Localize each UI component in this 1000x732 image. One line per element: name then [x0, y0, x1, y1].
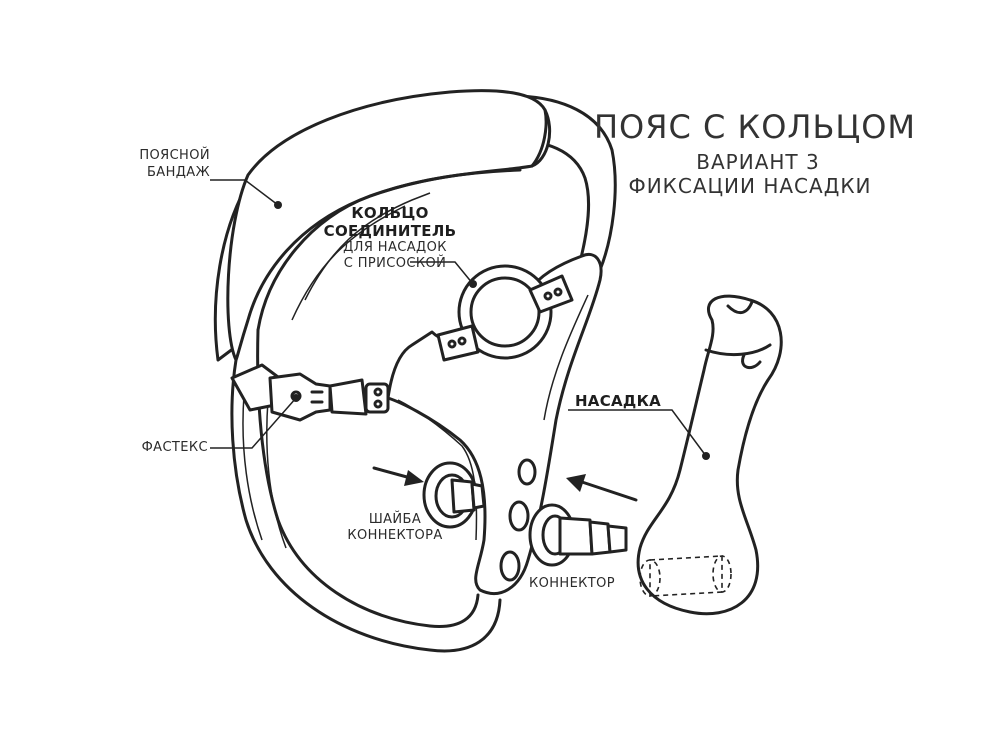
- connector-washer: [422, 461, 486, 529]
- label-belt-line-2: БАНДАЖ: [146, 165, 210, 180]
- label-buckle: ФАСТЕКС: [141, 440, 208, 455]
- waist-belt: [213, 89, 617, 653]
- fastex-buckle: [230, 363, 390, 422]
- label-ring-sub-2: С ПРИСОСКОЙ: [343, 256, 447, 271]
- connector-ring: [436, 264, 574, 362]
- label-ring-bold-1: КОЛЬЦО: [351, 204, 429, 222]
- label-belt-line-1: ПОЯСНОЙ: [139, 148, 210, 163]
- label-ring-bold-2: СОЕДИНИТЕЛЬ: [323, 222, 457, 240]
- title-line-1: ПОЯС С КОЛЬЦОМ: [593, 108, 917, 146]
- title-line-2: ВАРИАНТ 3: [696, 150, 820, 174]
- label-washer-line-2: КОННЕКТОРА: [347, 528, 443, 543]
- label-ring-sub-1: ДЛЯ НАСАДОК: [343, 240, 447, 255]
- label-attachment: НАСАДКА: [574, 392, 662, 410]
- assembly-arrows: [372, 466, 638, 502]
- label-connector: КОННЕКТОР: [528, 576, 616, 591]
- leader-lines: [210, 179, 710, 460]
- label-washer-line-1: ШАЙБА: [368, 512, 422, 527]
- connector-part: [528, 503, 628, 567]
- title-line-3: ФИКСАЦИИ НАСАДКИ: [628, 174, 872, 198]
